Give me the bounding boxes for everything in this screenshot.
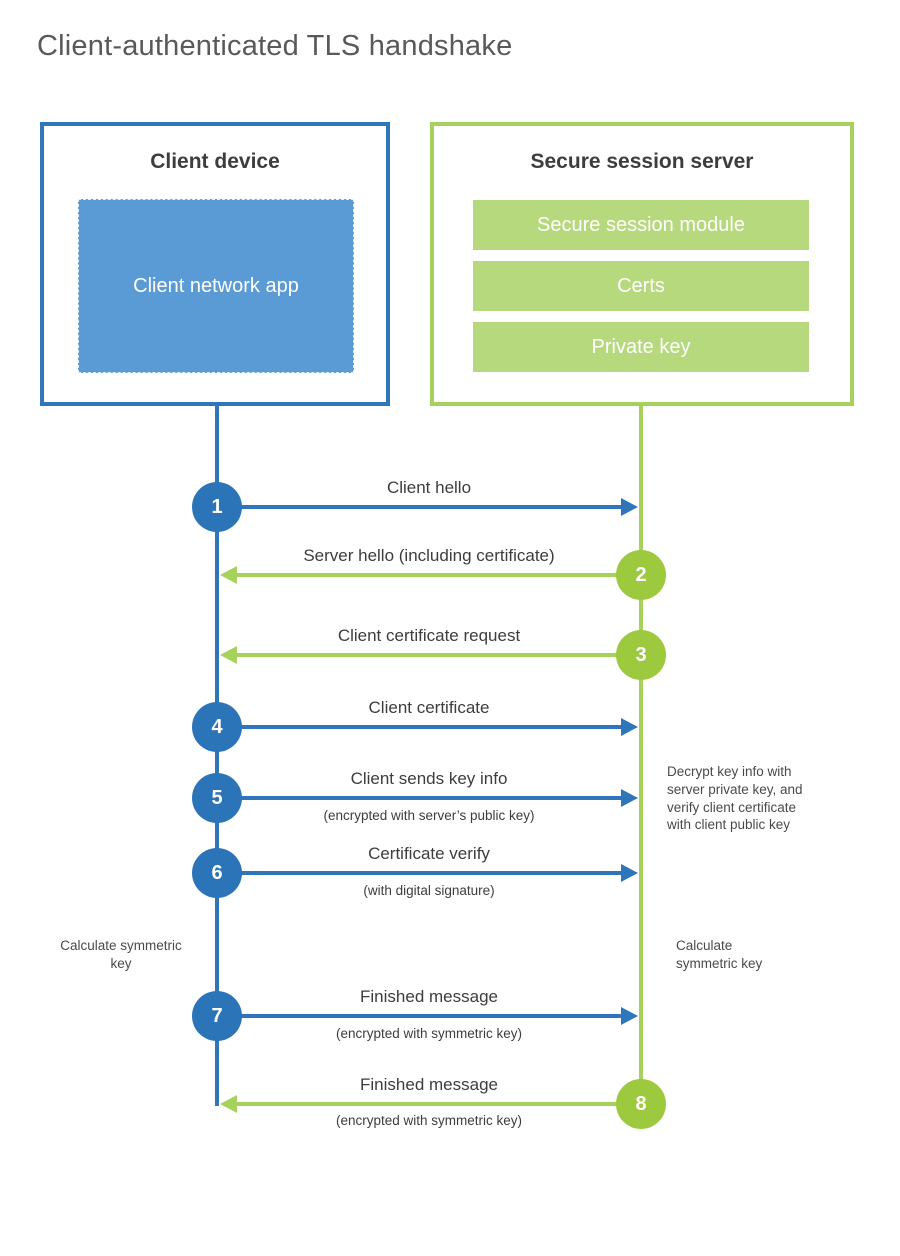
server-module-private-key: Private key (473, 322, 809, 372)
message-sublabel: (encrypted with server’s public key) (323, 808, 535, 823)
message-sublabel: (encrypted with symmetric key) (335, 1113, 523, 1128)
arrow-server-to-client (237, 653, 641, 657)
client-network-app-label: Client network app (133, 275, 299, 297)
server-lifeline (639, 406, 643, 1104)
step-circle-4: 4 (192, 702, 242, 752)
message-label: Finished message (360, 987, 498, 1006)
calculate-symmetric-key-note-client: Calculate symmetric key (60, 938, 182, 971)
step-circle-6: 6 (192, 848, 242, 898)
secure-session-server-box: Secure session server Secure session mod… (430, 122, 854, 406)
calculate-symmetric-key-note-server: Calculate symmetric key (676, 938, 763, 971)
message-label: Client certificate (368, 698, 490, 717)
server-module-certs: Certs (473, 261, 809, 311)
step-circle-3: 3 (616, 630, 666, 680)
arrowhead-left-icon (220, 646, 237, 664)
message-sublabel: (with digital signature) (363, 883, 495, 898)
arrow-server-to-client (237, 1102, 641, 1106)
arrowhead-left-icon (220, 1095, 237, 1113)
arrow-server-to-client (237, 573, 641, 577)
step-circle-7: 7 (192, 991, 242, 1041)
arrowhead-right-icon (621, 718, 638, 736)
page-title: Client-authenticated TLS handshake (37, 30, 513, 62)
decrypt-key-note-line: server private key, and (667, 781, 803, 797)
arrow-client-to-server (217, 1014, 621, 1018)
message-label: Server hello (including certificate) (303, 546, 555, 565)
arrow-client-to-server (217, 796, 621, 800)
message-label: Client sends key info (350, 769, 508, 788)
step-circle-5: 5 (192, 773, 242, 823)
message-label: Client hello (386, 478, 472, 497)
arrowhead-right-icon (621, 789, 638, 807)
arrowhead-right-icon (621, 1007, 638, 1025)
client-device-box: Client device Client network app (40, 122, 390, 406)
server-module-secure-session-module: Secure session module (473, 200, 809, 250)
message-label: Client certificate request (337, 626, 521, 645)
decrypt-key-note-line: verify client certificate (667, 799, 797, 815)
message-label: Finished message (360, 1075, 498, 1094)
message-sublabel: (encrypted with symmetric key) (335, 1026, 523, 1041)
decrypt-key-note: Decrypt key info with server private key… (667, 763, 837, 834)
message-label: Certificate verify (368, 844, 490, 863)
decrypt-key-note-line: Decrypt key info with (667, 764, 792, 779)
decrypt-key-note-line: with client public key (667, 817, 791, 833)
client-device-heading: Client device (150, 150, 280, 173)
secure-session-server-heading: Secure session server (530, 150, 754, 173)
step-circle-1: 1 (192, 482, 242, 532)
step-circle-2: 2 (616, 550, 666, 600)
client-lifeline (215, 406, 219, 1106)
arrow-client-to-server (217, 871, 621, 875)
arrowhead-right-icon (621, 864, 638, 882)
arrow-client-to-server (217, 725, 621, 729)
client-network-app-box: Client network app (78, 199, 354, 373)
arrowhead-right-icon (621, 498, 638, 516)
arrow-client-to-server (217, 505, 621, 509)
arrowhead-left-icon (220, 566, 237, 584)
step-circle-8: 8 (616, 1079, 666, 1129)
